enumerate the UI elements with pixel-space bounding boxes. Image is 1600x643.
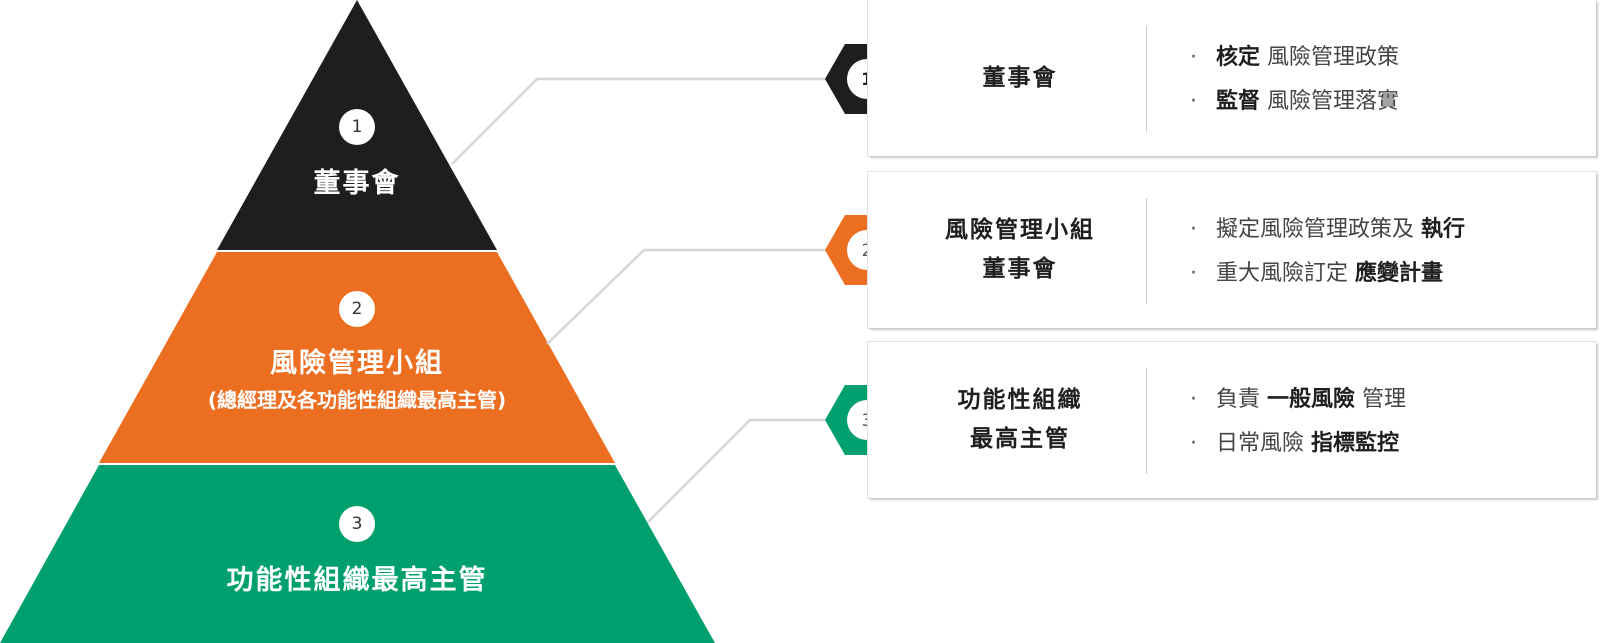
item-emphasis: 執行 [1421, 217, 1466, 242]
card-item-list: · 擬定風險管理政策及 執行 · 重大風險訂定 應變計畫 [1190, 208, 1465, 296]
card-item: · 監督 風險管理落實 [1190, 80, 1399, 124]
hex-badge-number: 3 [862, 411, 873, 431]
item-text: 風險管理政策 [1260, 45, 1400, 70]
tier-number-badge: 1 [339, 109, 375, 145]
detail-card-2: 風險管理小組 董事會 · 擬定風險管理政策及 執行 · 重大風險訂定 應變計畫 [868, 172, 1596, 328]
bullet-dot: · [1190, 261, 1197, 286]
pyramid-tier-3 [0, 465, 715, 643]
item-text: 擬定風險管理政策及 [1216, 217, 1421, 242]
tier-title: 董事會 [313, 168, 401, 199]
card-title: 風險管理小組 董事會 [930, 172, 1110, 328]
tier-number-badge: 2 [339, 291, 375, 327]
card-title: 功能性組織 最高主管 [930, 342, 1110, 498]
card-item: · 核定 風險管理政策 [1190, 36, 1399, 80]
card-item: · 日常風險 指標監控 [1190, 422, 1406, 466]
item-emphasis: 一般風險 [1267, 387, 1356, 412]
hex-badge-number: 2 [862, 241, 873, 261]
card-title-line: 董事會 [982, 64, 1058, 91]
card-divider [1146, 198, 1147, 304]
item-emphasis: 指標監控 [1311, 431, 1400, 456]
card-title-line: 董事會 [982, 256, 1058, 282]
card-title: 董事會 [930, 0, 1110, 156]
item-text: 管理 [1355, 387, 1407, 412]
card-title-line: 功能性組織 [957, 387, 1083, 413]
bullet-dot: · [1190, 45, 1197, 70]
tier-title: 功能性組織最高主管 [226, 565, 488, 596]
item-text: 負責 [1216, 387, 1267, 412]
pyramid-label-1: 1 董事會 [257, 109, 457, 200]
card-item-list: · 負責 一般風險 管理 · 日常風險 指標監控 [1190, 378, 1406, 466]
item-text: 風險管理落實 [1260, 89, 1400, 114]
card-title-line: 風險管理小組 [945, 217, 1095, 243]
tier-title: 風險管理小組 [270, 348, 444, 379]
pyramid-label-3: 3 功能性組織最高主管 [157, 506, 557, 597]
bullet-dot: · [1190, 387, 1197, 412]
item-emphasis: 核定 [1216, 45, 1261, 70]
pyramid-label-2: 2 風險管理小組 (總經理及各功能性組織最高主管) [157, 291, 557, 413]
item-text: 重大風險訂定 [1216, 261, 1355, 286]
bullet-dot: · [1190, 217, 1197, 242]
tier-subtitle: (總經理及各功能性組織最高主管) [207, 388, 507, 412]
pyramid-tier-2 [99, 252, 615, 463]
hex-badge-number: 1 [861, 70, 873, 90]
connector-line-1 [451, 77, 836, 165]
card-item-list: · 核定 風險管理政策 · 監督 風險管理落實 [1190, 36, 1399, 124]
bullet-dot: · [1190, 89, 1197, 114]
connector-line-3 [647, 418, 836, 523]
item-emphasis: 應變計畫 [1355, 261, 1444, 286]
bullet-dot: · [1190, 431, 1197, 456]
card-divider [1146, 26, 1147, 132]
tier-number-badge: 3 [339, 506, 375, 542]
card-item: · 負責 一般風險 管理 [1190, 378, 1406, 422]
card-item: · 重大風險訂定 應變計畫 [1190, 252, 1465, 296]
item-emphasis: 監督 [1216, 89, 1261, 114]
detail-card-3: 功能性組織 最高主管 · 負責 一般風險 管理 · 日常風險 指標監控 [868, 342, 1596, 498]
card-divider [1146, 368, 1147, 474]
detail-card-1: 董事會 · 核定 風險管理政策 · 監督 風險管理落實 [868, 0, 1596, 156]
card-item: · 擬定風險管理政策及 執行 [1190, 208, 1465, 252]
connector-line-2 [546, 248, 836, 345]
item-text: 日常風險 [1216, 431, 1311, 456]
card-title-line: 最高主管 [970, 426, 1070, 452]
